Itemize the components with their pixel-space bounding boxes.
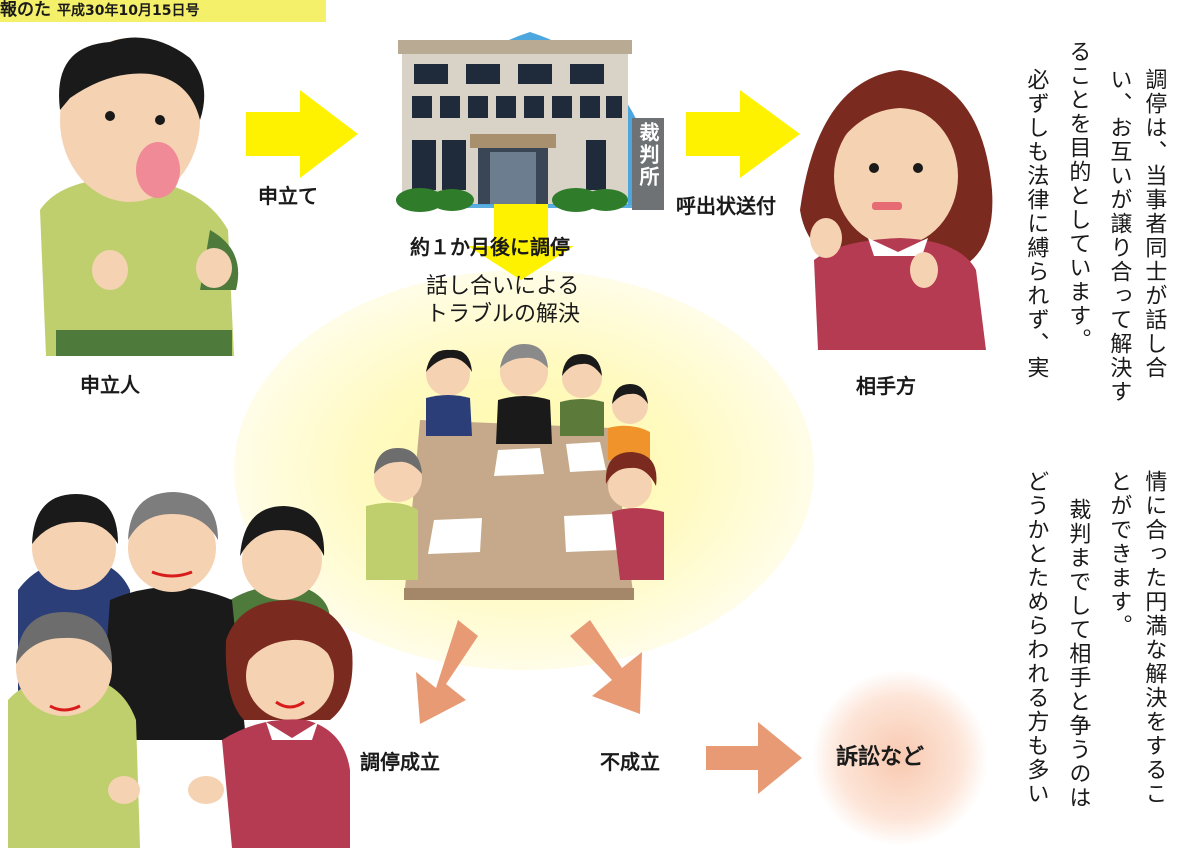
body-column-5: 情に合った円満な解決をするこ <box>1141 470 1167 806</box>
header: 報のた平成30年10月15日号 <box>0 0 199 22</box>
body-column-1: 調停は、当事者同士が話し合 <box>1141 68 1167 380</box>
issue-date: 平成30年10月15日号 <box>57 3 200 19</box>
publication-name: 報のた <box>0 0 51 20</box>
down-arrow <box>468 204 574 280</box>
lawsuit-glow <box>812 670 988 846</box>
applicant-label: 申立人 <box>80 373 140 397</box>
lawsuit-arrow <box>706 722 802 794</box>
court-sign: 裁判所 <box>636 122 660 188</box>
meeting-table-illustration <box>366 344 664 600</box>
body-column-4: 必ずしも法律に縛られず、実 <box>1023 68 1049 380</box>
file-arrow <box>246 90 358 178</box>
opponent-illustration <box>800 70 993 350</box>
success-arrow <box>416 620 478 724</box>
lawsuit-label: 訴訟など <box>836 745 925 770</box>
file-label: 申立て <box>258 184 318 208</box>
header-band <box>0 0 326 22</box>
body-column-8: どうかとためらわれる方も多い <box>1023 470 1049 806</box>
body-column-3: ることを目的としています。 <box>1065 40 1091 352</box>
failure-arrow <box>570 620 642 714</box>
after-month-label: 約１か月後に調停 <box>410 235 570 259</box>
body-column-7: 裁判までして相手と争うのは <box>1065 498 1091 810</box>
summons-label: 呼出状送付 <box>676 194 776 218</box>
summons-arrow <box>686 90 800 178</box>
success-label: 調停成立 <box>360 750 440 774</box>
applicant-illustration <box>40 37 239 356</box>
discussion-line-1: 話し合いによる <box>426 274 580 299</box>
resolution-group-illustration <box>8 492 353 848</box>
court-building-illustration <box>396 32 664 212</box>
body-column-6: とができます。 <box>1106 470 1132 638</box>
discussion-line-2: トラブルの解決 <box>426 302 581 327</box>
opponent-label: 相手方 <box>856 374 916 398</box>
failure-label: 不成立 <box>600 750 660 774</box>
body-column-2: い、お互いが譲り合って解決す <box>1106 68 1132 404</box>
